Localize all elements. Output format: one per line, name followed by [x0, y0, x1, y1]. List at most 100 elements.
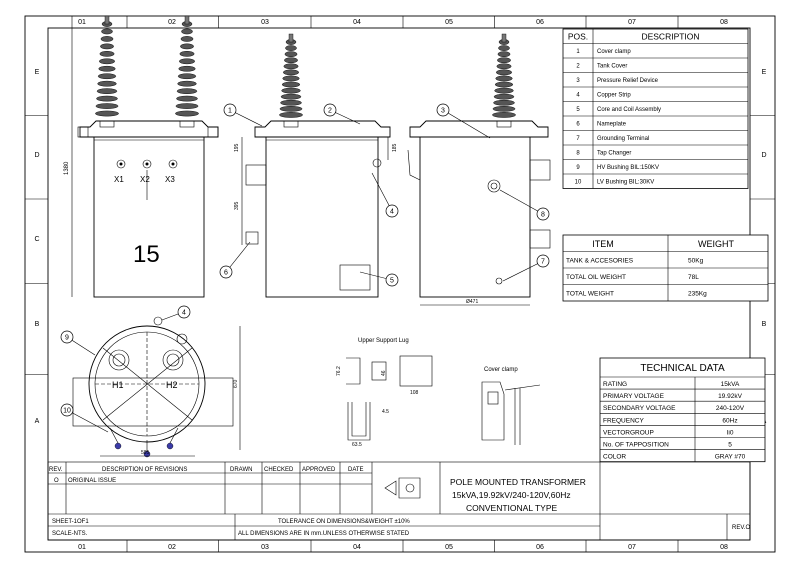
- col-label-top-03: 03: [261, 19, 269, 26]
- callout-9: 9: [65, 335, 69, 342]
- row-label-left-E: E: [35, 69, 40, 76]
- weight-value-header: WEIGHT: [698, 239, 734, 249]
- technical-data-title: TECHNICAL DATA: [640, 363, 725, 374]
- rev-row-0-rev: O: [54, 478, 59, 484]
- pos-row-3-num: 4: [576, 93, 580, 99]
- col-label-bottom-03: 03: [261, 544, 269, 551]
- callout-1: 1: [228, 108, 232, 115]
- pos-row-5-desc: Nameplate: [597, 122, 627, 128]
- pos-row-6-num: 7: [576, 136, 580, 142]
- col-label-bottom-04: 04: [353, 544, 361, 551]
- sheet-label: SHEET-1OF1: [52, 519, 89, 525]
- hv-bushing-right: [492, 33, 516, 128]
- dim-670: 670: [233, 379, 239, 388]
- tech-row-0-value: 15kVA: [721, 381, 740, 388]
- upper-support-lug-label: Upper Support Lug: [358, 338, 409, 344]
- pos-row-7-num: 8: [576, 151, 580, 157]
- dim-108: 108: [410, 390, 419, 396]
- row-label-left-A: A: [35, 418, 40, 425]
- col-label-bottom-06: 06: [536, 544, 544, 551]
- col-label-bottom-02: 02: [168, 544, 176, 551]
- pos-row-2-desc: Pressure Relief Device: [597, 78, 659, 84]
- top-label-h2: H2: [166, 380, 178, 390]
- cover-clamp-detail: Cover clamp: [481, 367, 541, 445]
- callout-6: 6: [224, 270, 228, 277]
- weight-row-2-item: TOTAL WEIGHT: [566, 291, 614, 298]
- units-note: ALL DIMENSIONS ARE IN mm.UNLESS OTHERWIS…: [238, 531, 410, 537]
- title-line1: POLE MOUNTED TRANSFORMER: [450, 477, 586, 487]
- dim-595: 595: [141, 450, 150, 456]
- rev-desc-header: DESCRIPTION OF REVISIONS: [102, 467, 187, 473]
- tech-row-5-label: No. OF TAPPOSITION: [603, 442, 669, 449]
- col-label-bottom-01: 01: [78, 544, 86, 551]
- top-label-h1: H1: [112, 380, 124, 390]
- weight-row-2-value: 235Kg: [688, 291, 707, 298]
- pos-row-8-desc: HV Bushing BIL:150KV: [597, 165, 659, 171]
- col-label-top-05: 05: [445, 19, 453, 26]
- rev-checked-header: CHECKED: [264, 467, 294, 473]
- upper-support-lug: Upper Support Lug 76.2 46 108 4.5 63.5: [336, 338, 433, 448]
- dim-395: 395: [234, 201, 240, 210]
- dim-76-2: 76.2: [336, 366, 342, 376]
- row-label-left-C: C: [34, 236, 39, 243]
- pos-row-2-num: 3: [576, 78, 580, 84]
- title-line3: CONVENTIONAL TYPE: [466, 503, 557, 513]
- col-label-bottom-05: 05: [445, 544, 453, 551]
- callout-4: 4: [390, 209, 394, 216]
- front-tank-number: 15: [133, 241, 160, 268]
- weight-item-header: ITEM: [592, 239, 614, 249]
- rev-drawn-header: DRAWN: [230, 467, 252, 473]
- callout-10: 10: [63, 408, 71, 415]
- front-label-x1: X1: [114, 175, 124, 184]
- dim-dia471: Ø471: [466, 299, 478, 305]
- callout-7: 7: [541, 259, 545, 266]
- dim-195: 195: [234, 143, 240, 152]
- pos-row-9-num: 10: [575, 180, 582, 186]
- tech-row-2-label: SECONDARY VOLTAGE: [603, 405, 676, 412]
- row-label-right-E: E: [762, 69, 767, 76]
- hv-bushing-2: [175, 15, 199, 128]
- front-label-x3: X3: [165, 175, 175, 184]
- logo-mark: [384, 477, 421, 499]
- dim-185: 185: [392, 143, 398, 152]
- col-label-top-06: 06: [536, 19, 544, 26]
- col-label-top-08: 08: [720, 19, 728, 26]
- col-label-bottom-08: 08: [720, 544, 728, 551]
- dim-63-5: 63.5: [352, 442, 362, 448]
- dim-4-5: 4.5: [382, 409, 389, 415]
- rev-row-0-desc: ORIGINAL ISSUE: [68, 478, 116, 484]
- tech-row-6-value: GRAY #70: [715, 454, 746, 461]
- weight-row-1-item: TOTAL OIL WEIGHT: [566, 274, 626, 281]
- title-line2: 15kVA,19.92kV/240-120V,60Hz: [452, 490, 571, 500]
- tech-row-3-label: FREQUENCY: [603, 417, 644, 424]
- callout-8: 8: [541, 212, 545, 219]
- front-label-x2: X2: [140, 175, 150, 184]
- scale-label: SCALE-NTS.: [52, 531, 88, 537]
- side-view: 195 395 185: [234, 33, 398, 298]
- dim-height: 1380: [64, 161, 70, 175]
- pos-row-1-num: 2: [576, 64, 580, 70]
- tolerance-note: TOLERANCE ON DIMENSIONS&WEIGHT ±10%: [278, 519, 410, 525]
- callout-3: 3: [441, 108, 445, 115]
- title-block: REV. DESCRIPTION OF REVISIONS DRAWN CHEC…: [47, 461, 750, 541]
- right-view: Ø471: [407, 33, 551, 306]
- col-label-top-07: 07: [628, 19, 636, 26]
- hv-bushing-1: [95, 15, 119, 128]
- col-label-top-01: 01: [78, 19, 86, 26]
- tech-row-1-label: PRIMARY VOLTAGE: [603, 393, 665, 400]
- description-header: DESCRIPTION: [641, 32, 699, 42]
- pos-row-1-desc: Tank Cover: [597, 64, 627, 70]
- tech-row-4-label: VECTORGROUP: [603, 429, 654, 436]
- weight-row-0-value: 50Kg: [688, 258, 704, 265]
- callout-2: 2: [328, 108, 332, 115]
- tech-row-4-value: Ii0: [727, 429, 734, 436]
- callout-4-top: 4: [182, 310, 186, 317]
- rev-approved-header: APPROVED: [302, 467, 336, 473]
- pos-row-4-desc: Core and Coil Assembly: [597, 107, 661, 113]
- pos-row-9-desc: LV Bushing BIL:30KV: [597, 180, 654, 186]
- pos-row-7-desc: Tap Changer: [597, 151, 631, 157]
